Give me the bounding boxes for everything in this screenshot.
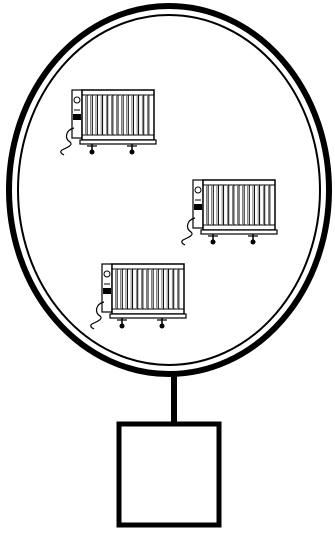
labeled-box [119,424,219,525]
set-ellipse-outer-border [9,6,329,374]
